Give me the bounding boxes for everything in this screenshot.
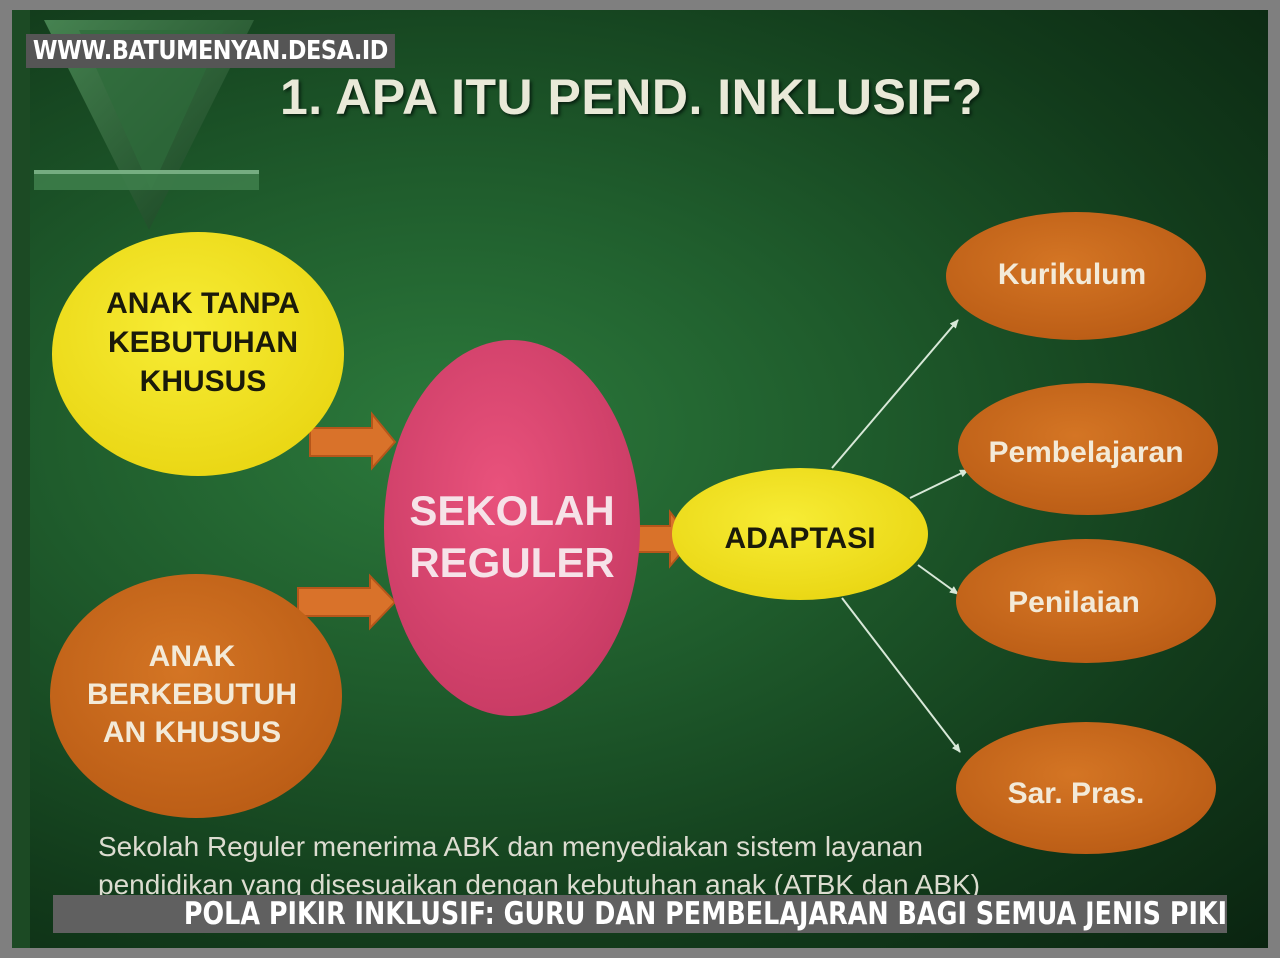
label-sarpras: Sar. Pras.	[1008, 777, 1145, 810]
block-arrow-abk-to-sekolah	[297, 573, 397, 631]
label-anak-tanpa-3: KHUSUS	[140, 365, 267, 398]
triangle-logo-icon	[34, 20, 259, 230]
caption-text: POLA PIKIR INKLUSIF: GURU DAN PEMBELAJAR…	[183, 896, 1227, 932]
node-sekolah-reguler	[384, 340, 640, 716]
node-kurikulum	[946, 212, 1206, 340]
label-anak-tanpa-1: ANAK TANPA	[106, 287, 300, 320]
arrow-to-penilaian	[917, 564, 959, 595]
description-line-1: Sekolah Reguler menerima ABK dan menyedi…	[98, 831, 923, 862]
slide-description: Sekolah Reguler menerima ABK dan menyedi…	[98, 828, 1098, 904]
slide-title: 1. APA ITU PEND. INKLUSIF?	[280, 69, 983, 125]
label-abk-2: BERKEBUTUH	[87, 678, 297, 711]
node-sarpras	[956, 722, 1216, 854]
site-watermark: WWW.BATUMENYAN.DESA.ID	[26, 34, 395, 68]
label-pembelajaran: Pembelajaran	[988, 436, 1183, 469]
arrow-to-pembelajaran	[909, 469, 969, 499]
caption-banner: POLA PIKIR INKLUSIF: GURU DAN PEMBELAJAR…	[53, 895, 1227, 933]
label-kurikulum: Kurikulum	[998, 258, 1146, 291]
label-abk-3: AN KHUSUS	[103, 716, 281, 749]
arrow-to-kurikulum	[831, 319, 959, 469]
label-adaptasi: ADAPTASI	[724, 522, 875, 555]
node-pembelajaran	[958, 383, 1218, 515]
arrow-to-sarpras	[841, 597, 961, 753]
block-arrow-atbk-to-sekolah	[309, 411, 397, 471]
node-anak-berkebutuhan-khusus	[50, 574, 342, 818]
node-anak-tanpa-kebutuhan-khusus	[52, 232, 344, 476]
node-adaptasi	[672, 468, 928, 600]
label-sekolah-2: REGULER	[409, 539, 614, 586]
node-penilaian	[956, 539, 1216, 663]
label-anak-tanpa-2: KEBUTUHAN	[108, 326, 298, 359]
label-sekolah-1: SEKOLAH	[409, 487, 614, 534]
label-abk-1: ANAK	[149, 640, 236, 673]
slide-left-band	[12, 10, 30, 948]
label-penilaian: Penilaian	[1008, 586, 1140, 619]
description-line-2: pendidikan yang disesuaikan dengan kebut…	[98, 869, 981, 900]
